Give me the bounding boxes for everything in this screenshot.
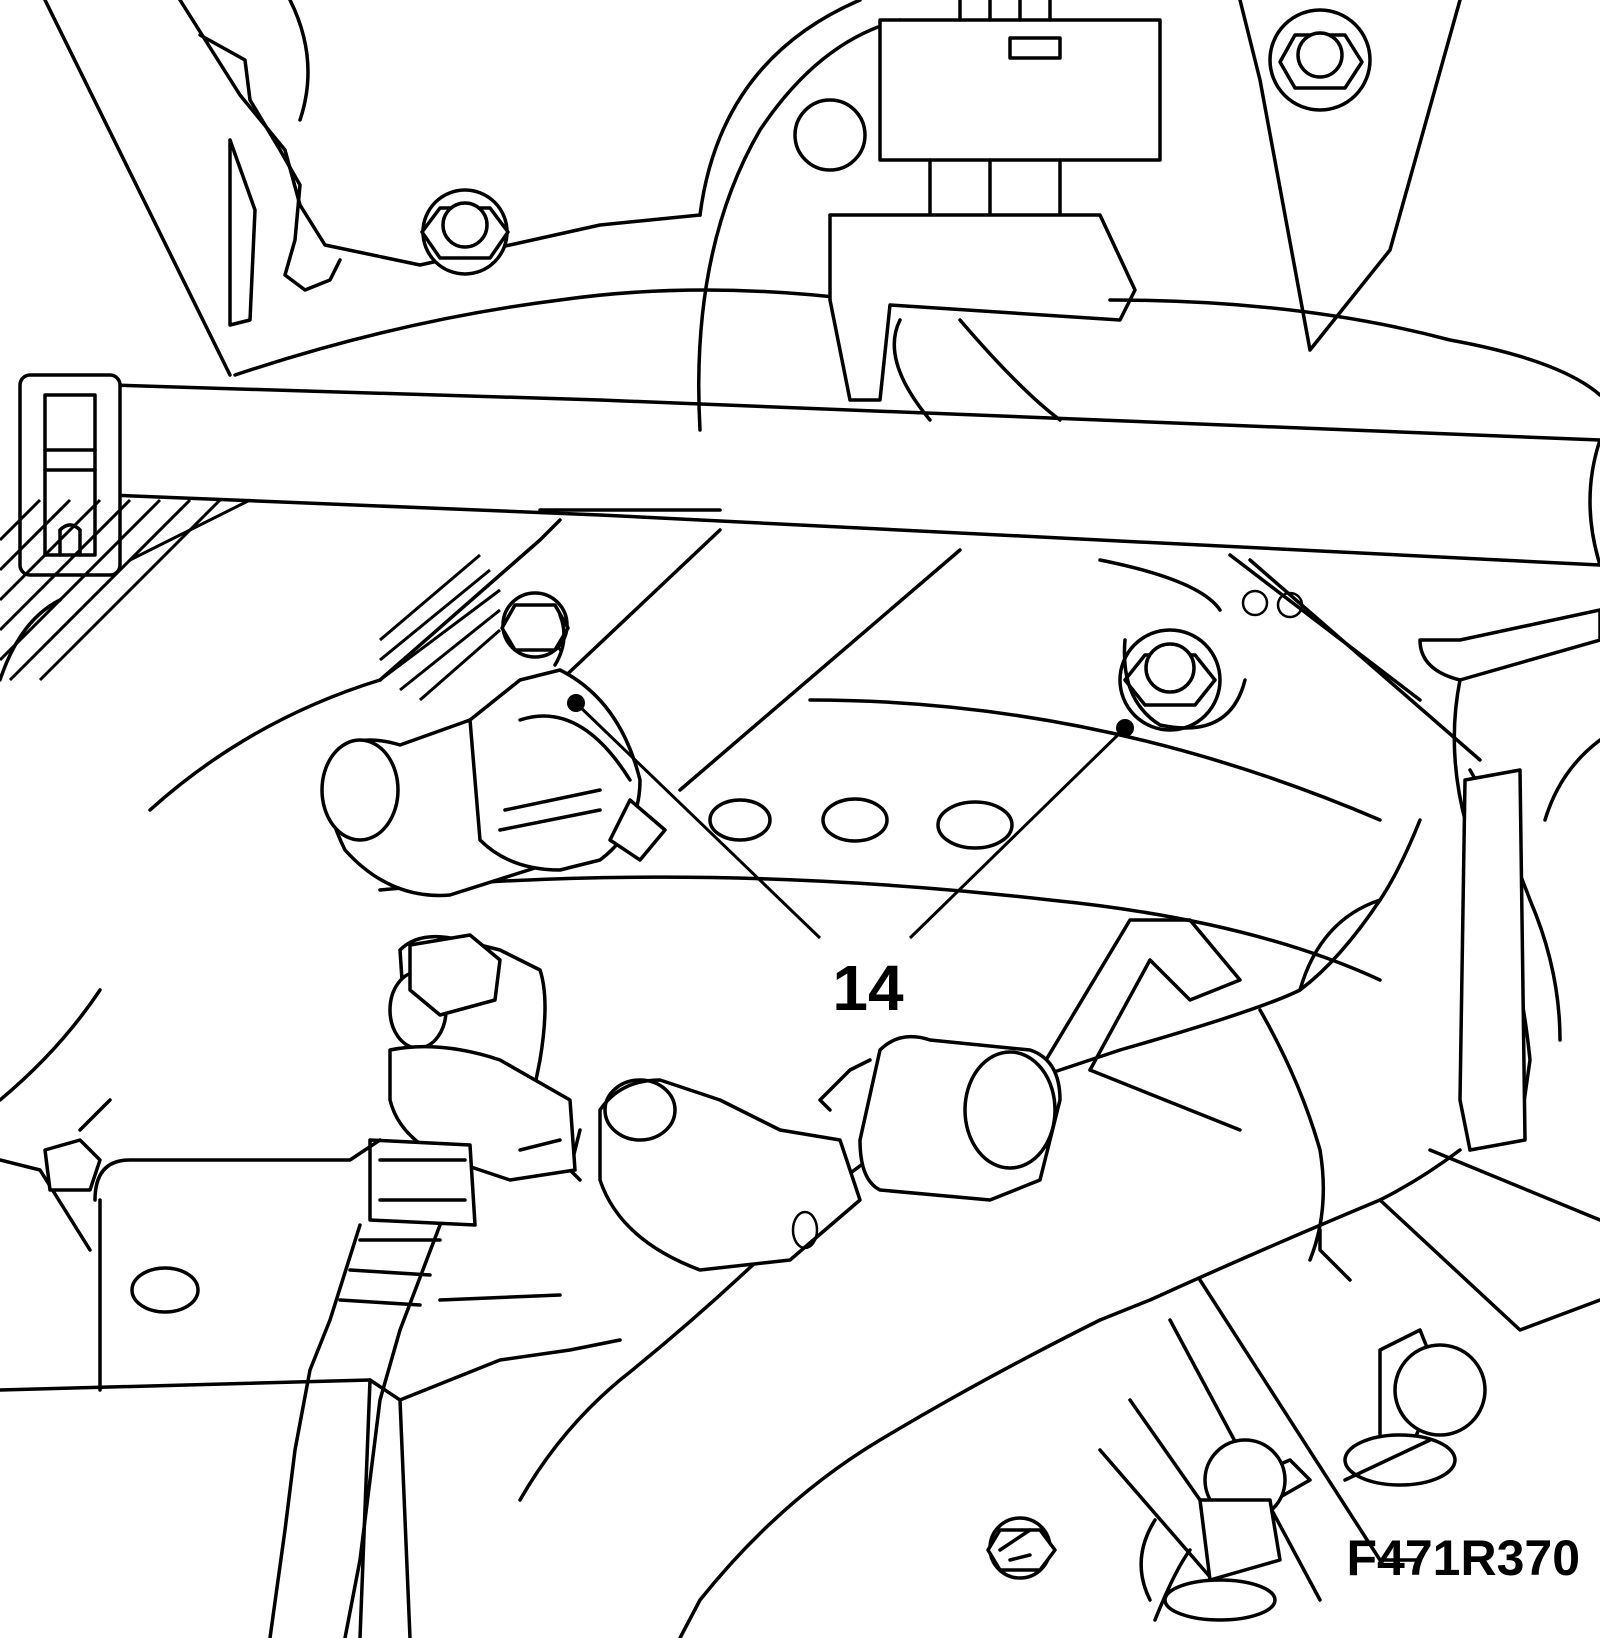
lower-bolt — [986, 1516, 1192, 1622]
callout-label: 14 — [832, 952, 904, 1024]
ball-joint-upper — [1343, 1328, 1487, 1487]
pipe-clip — [18, 373, 122, 577]
right-target-bolt — [1118, 628, 1247, 732]
diagonal-rail — [148, 508, 1482, 982]
center-fitting — [568, 1034, 1062, 1272]
upper-right-bolt — [1108, 0, 1600, 397]
braided-hose — [268, 1223, 442, 1638]
right-curved-pipe — [1378, 608, 1600, 1152]
horizontal-pipe — [108, 383, 1600, 567]
ball-joint-lower — [1163, 1438, 1312, 1622]
electrical-connector — [697, 0, 1162, 432]
lower-left-housing — [0, 988, 622, 1638]
lower-main-hose — [518, 898, 1462, 1638]
leader-line-right — [908, 726, 1127, 940]
upper-left-bolt — [420, 188, 510, 276]
hose-bracket — [1038, 918, 1242, 1132]
callout-leaders — [567, 694, 1134, 940]
upper-left-bracket — [43, 0, 862, 377]
figure-id: F471R370 — [1347, 1530, 1581, 1586]
vent-holes — [708, 797, 1014, 850]
hose-clamp-left — [320, 598, 667, 898]
leader-line-left — [574, 701, 822, 940]
left-target-bolt — [500, 591, 570, 667]
lower-right-lever — [1098, 1148, 1600, 1602]
left-stud-fitting — [368, 933, 577, 1227]
hatched-region — [0, 498, 501, 702]
